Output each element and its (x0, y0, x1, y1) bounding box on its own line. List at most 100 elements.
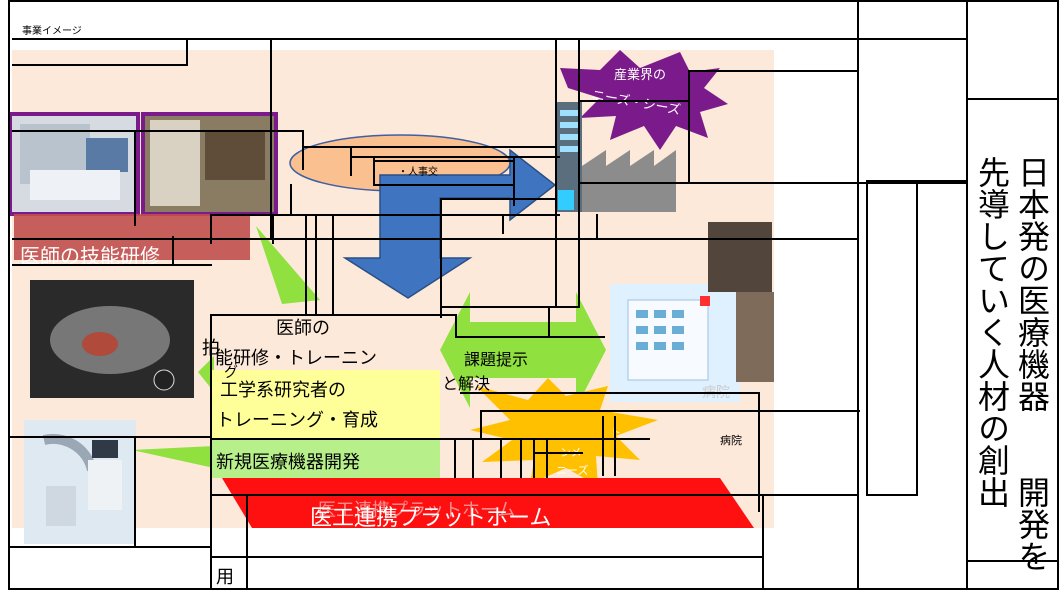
grid-v-578 (578, 38, 580, 308)
grid-h-452 (533, 452, 583, 454)
grid-h-560 (966, 560, 1059, 562)
grid-h-314 (210, 314, 455, 316)
photo-c-arm (24, 420, 136, 544)
photo-3d-model (30, 280, 194, 398)
yellow-box (212, 370, 440, 438)
grid-h-392 (460, 392, 760, 394)
grid-h-546 (8, 546, 212, 548)
grid-h-494b (210, 494, 858, 496)
grid-v-440 (440, 198, 442, 318)
grid-v-172 (172, 236, 174, 266)
grid-v-134b (134, 436, 136, 546)
grid-h-64 (12, 64, 188, 66)
grid-h-494 (866, 494, 918, 496)
surgery-photo-right-2 (736, 292, 774, 382)
hospital-icon (610, 284, 740, 402)
grid-v-186 (186, 38, 188, 66)
burst-text-2: ニーズ (556, 464, 589, 477)
side-title-col-1-tail: 開発を (1013, 476, 1051, 572)
side-title-col-2: 先導していく人材の創出 (973, 156, 1011, 508)
grid-v-916 (916, 180, 918, 494)
grid-h-156 (350, 156, 560, 158)
grid-h-198 (440, 198, 555, 200)
grid-v-762 (762, 494, 764, 590)
pointer-3 (132, 446, 214, 468)
industry-label-1: 産業界の (614, 68, 667, 83)
grid-v-758 (758, 392, 760, 512)
grid-v-533 (533, 438, 535, 478)
grid-v-548 (548, 306, 550, 338)
grid-h-38 (12, 38, 857, 40)
grid-v-290 (290, 184, 292, 214)
grid-v-246 (246, 494, 248, 590)
grid-v-210 (210, 214, 212, 244)
grid-v-602 (602, 416, 604, 476)
side-title-col-1: 日本発の医療機器 (1013, 156, 1051, 412)
pointer-1 (256, 226, 320, 304)
grid-v-373 (373, 156, 375, 184)
grid-v-966 (966, 0, 968, 590)
factory-icon (556, 102, 676, 212)
grid-v-596 (596, 214, 598, 240)
grid-v-480 (480, 410, 482, 440)
exchange-oval-text: ・人事交 (398, 167, 438, 178)
surgery-photo-right (708, 222, 772, 292)
box-item-1: 工学系研究者の (220, 380, 346, 400)
box-title-1: 医師の (276, 318, 330, 338)
header-label: 事業イメージ (22, 26, 82, 37)
grid-h-70 (690, 70, 858, 72)
grid-v-315 (315, 214, 317, 314)
grid-v-134 (134, 130, 136, 226)
bidirectional-arrow (440, 292, 606, 408)
grid-v-555 (555, 38, 557, 308)
arrow-text-1: 課題提示 (464, 352, 529, 369)
grid-h-306 (440, 306, 580, 308)
grid-h-98 (966, 98, 1059, 100)
grid-v-270 (270, 38, 272, 238)
grid-v-272 (272, 214, 274, 244)
platform-label: 医工連携プラットホーム (310, 505, 552, 530)
grid-h-top-right (857, 38, 967, 40)
grid-h-160 (373, 160, 513, 162)
grid-h-438 (210, 438, 650, 440)
grid-h-410 (480, 410, 860, 412)
grid-v-350 (350, 146, 352, 176)
green-box (212, 438, 440, 478)
skill-training-label: 医師の技能研修 (20, 246, 160, 268)
grid-v-454 (454, 438, 456, 478)
grid-v-472 (472, 438, 474, 478)
grid-h-336 (455, 336, 605, 338)
grid-v-210b (210, 314, 212, 590)
grid-h-264 (12, 264, 212, 266)
grid-v-546 (546, 438, 548, 478)
hospital-label: 病院 (720, 434, 742, 447)
grid-h-130 (12, 130, 302, 132)
outer-border (8, 0, 1059, 590)
platform-bar (222, 478, 754, 528)
grid-v-302 (302, 130, 304, 170)
grid-v-688 (688, 70, 690, 182)
grid-v-500 (500, 438, 502, 478)
grid-v-502 (502, 214, 504, 234)
grid-v-857 (857, 0, 859, 590)
grid-v-614 (614, 416, 616, 476)
grid-v-455 (455, 314, 457, 338)
box-item-3: 新規医療機器開発 (216, 452, 360, 472)
grid-h-238 (12, 238, 857, 240)
box-title-2: 能研修・トレーニン (215, 348, 377, 368)
grid-h-100 (578, 100, 688, 102)
grid-v-513 (513, 156, 515, 206)
needs-burst (470, 378, 658, 486)
box-item-2: トレーニング・育成 (216, 410, 378, 430)
grid-h-184 (373, 184, 515, 186)
grid-h-556 (210, 556, 764, 558)
arrow-text-2: と解決 (442, 376, 491, 393)
grid-v-866 (866, 180, 868, 494)
grid-v-305 (305, 214, 307, 314)
grid-h-214 (210, 214, 560, 216)
platform-ghost-text: 医工連携プラットホーム (318, 500, 516, 521)
box-title-3: グ (224, 364, 238, 380)
grid-h-182 (578, 182, 968, 184)
grid-h-436 (8, 436, 210, 438)
